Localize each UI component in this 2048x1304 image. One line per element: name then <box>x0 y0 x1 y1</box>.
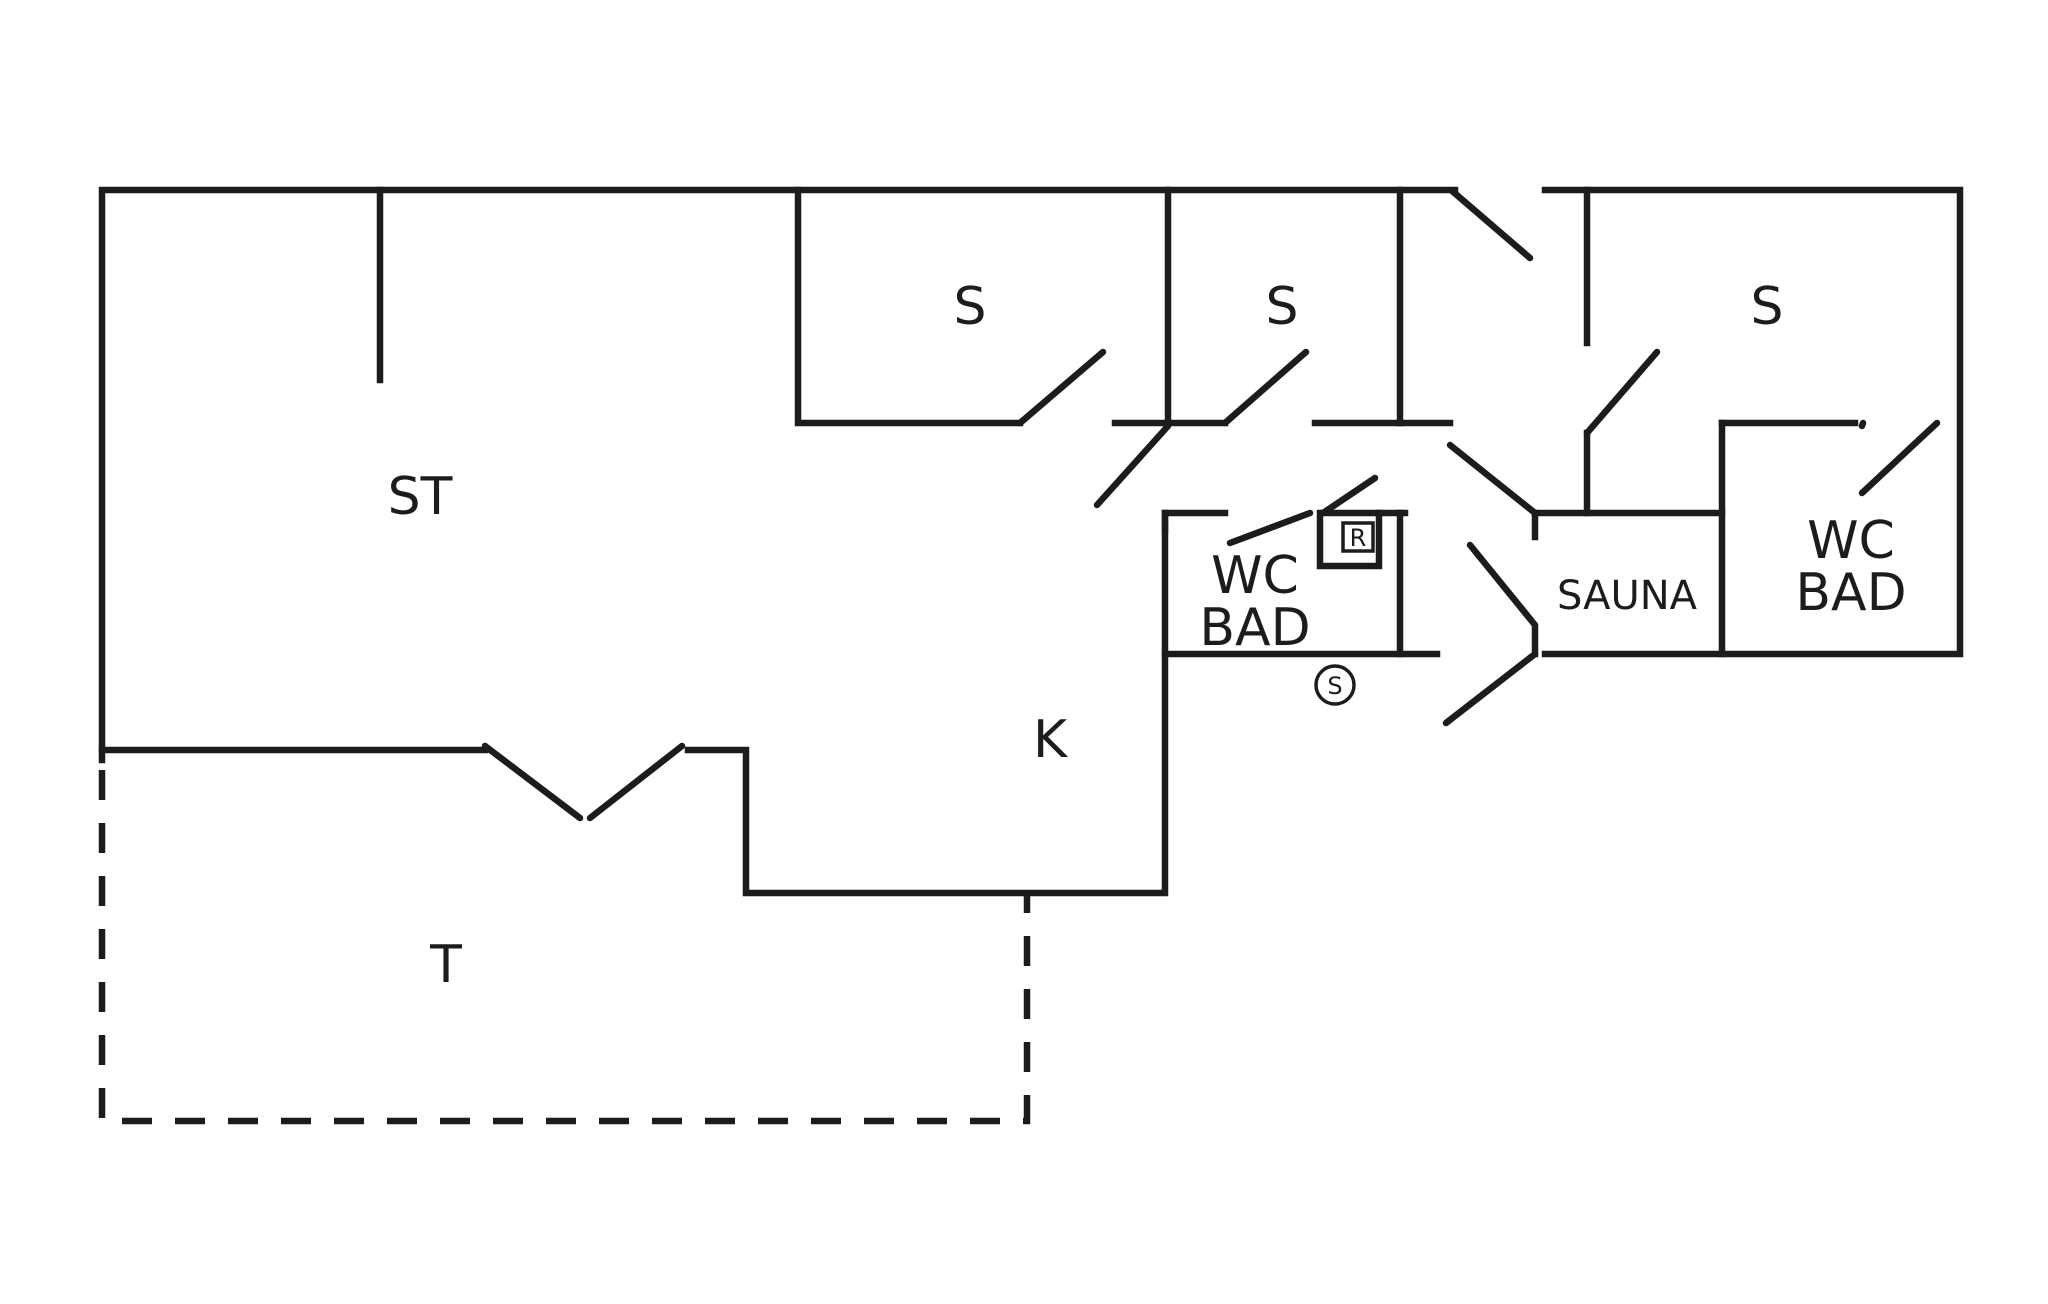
room-label-k: K <box>1033 710 1069 770</box>
terrace-outline <box>98 770 1031 1125</box>
room-label-s1: S <box>953 277 986 337</box>
room-label-wc-2: WC <box>1807 511 1895 571</box>
room-label-s3: S <box>1750 277 1783 337</box>
room-label-bad-1: BAD <box>1199 598 1310 658</box>
room-label-t: T <box>429 935 462 995</box>
room-label-wc-1: WC <box>1211 546 1299 606</box>
interior-walls <box>376 186 1859 658</box>
room-label-st: ST <box>388 467 453 527</box>
room-label-sauna: SAUNA <box>1557 573 1698 619</box>
r-symbol-label: R <box>1350 524 1367 552</box>
s-symbol-label: S <box>1327 672 1342 700</box>
room-label-s2: S <box>1265 277 1298 337</box>
exterior-walls <box>98 186 1964 897</box>
fixture-symbols: R S <box>1314 521 1375 706</box>
r-symbol: R <box>1341 521 1375 553</box>
door-swings <box>481 186 1941 822</box>
room-label-bad-2: BAD <box>1795 563 1906 623</box>
room-labels: ST S S S K T WC BAD SAUNA WC BAD <box>388 277 1907 995</box>
s-symbol: S <box>1314 664 1356 706</box>
